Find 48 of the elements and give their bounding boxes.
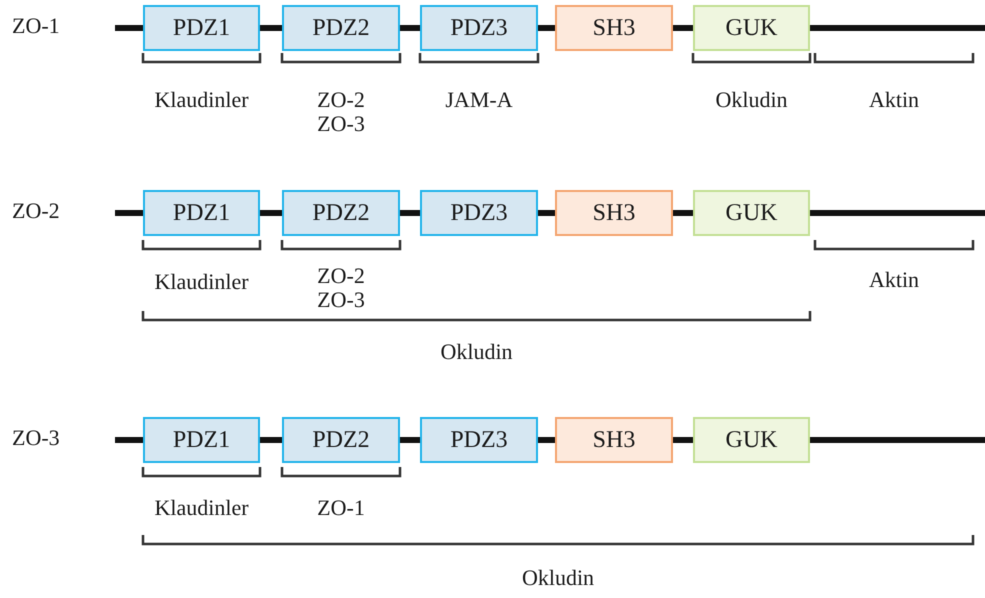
protein-backbone-line (538, 25, 555, 31)
binding-partner-label: ZO-2 ZO-3 (316, 264, 366, 312)
protein-backbone-line (260, 25, 282, 31)
binding-partner-label: Klaudinler (153, 88, 250, 112)
domain-box: PDZ1 (143, 5, 260, 51)
protein-backbone-line (400, 437, 420, 443)
protein-backbone-line (810, 210, 985, 216)
protein-backbone-line (673, 437, 693, 443)
protein-backbone-line (115, 437, 143, 443)
binding-partner-label: Klaudinler (153, 270, 250, 294)
protein-backbone-line (810, 25, 985, 31)
protein-backbone-line (260, 437, 282, 443)
domain-box: SH3 (555, 5, 673, 51)
protein-name-label: ZO-2 (12, 199, 60, 223)
binding-partner-label: ZO-2 ZO-3 (316, 88, 366, 136)
domain-box: PDZ1 (143, 417, 260, 463)
binding-partner-label: Okludin (439, 340, 514, 364)
domain-box: PDZ3 (420, 190, 538, 236)
protein-backbone-line (115, 210, 143, 216)
protein-backbone-line (538, 210, 555, 216)
protein-backbone-line (673, 25, 693, 31)
domain-box: SH3 (555, 417, 673, 463)
domain-box: PDZ3 (420, 417, 538, 463)
protein-backbone-line (400, 25, 420, 31)
binding-partner-label: Aktin (868, 268, 920, 292)
domain-box: PDZ2 (282, 417, 400, 463)
protein-backbone-line (810, 437, 985, 443)
domain-box: PDZ1 (143, 190, 260, 236)
domain-box: GUK (693, 5, 810, 51)
protein-backbone-line (673, 210, 693, 216)
protein-name-label: ZO-3 (12, 426, 60, 450)
binding-partner-label: ZO-1 (316, 496, 366, 520)
domain-box: SH3 (555, 190, 673, 236)
domain-box: PDZ2 (282, 190, 400, 236)
protein-backbone-line (115, 25, 143, 31)
domain-box: GUK (693, 417, 810, 463)
binding-partner-label: Klaudinler (153, 496, 250, 520)
domain-box: PDZ3 (420, 5, 538, 51)
protein-backbone-line (260, 210, 282, 216)
binding-partner-label: Okludin (714, 88, 789, 112)
protein-backbone-line (400, 210, 420, 216)
binding-partner-label: JAM-A (444, 88, 514, 112)
binding-partner-label: Aktin (868, 88, 920, 112)
domain-box: GUK (693, 190, 810, 236)
protein-name-label: ZO-1 (12, 14, 60, 38)
protein-backbone-line (538, 437, 555, 443)
binding-partner-label: Okludin (520, 566, 596, 590)
domain-box: PDZ2 (282, 5, 400, 51)
